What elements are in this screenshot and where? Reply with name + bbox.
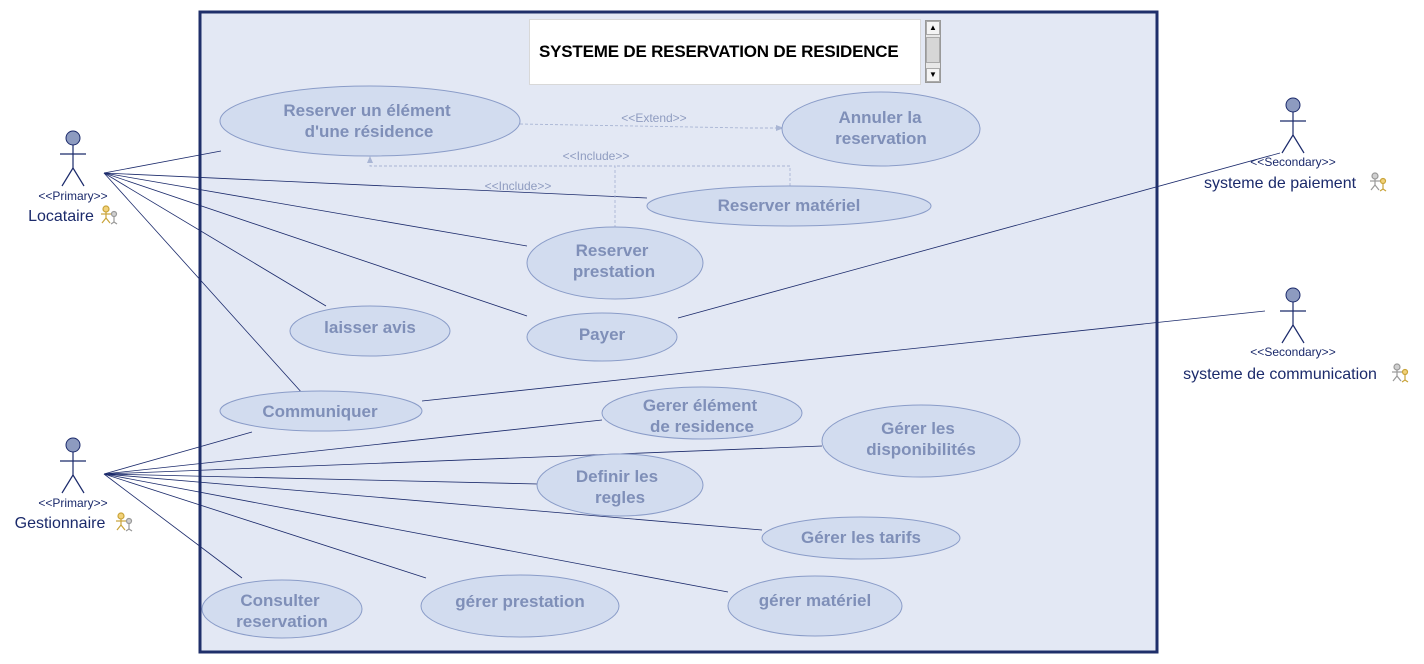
usecase-payer-shape <box>526 312 678 362</box>
scroll-up-icon[interactable]: ▲ <box>926 21 940 35</box>
assoc-gestionnaire-gerer-materiel <box>103 473 729 593</box>
assoc-locataire-reserver-materiel <box>103 172 648 199</box>
assoc-locataire-reserver-element <box>103 150 222 174</box>
actor-gestionnaire-head <box>65 437 81 453</box>
actor-gestionnaire-stereotype: <<Primary>> <box>38 496 107 510</box>
usecase-definir-regles-label-1: Definir les <box>576 467 658 486</box>
assoc-payer-paiement <box>677 152 1281 319</box>
usecase-reserver-element-label-2: d'une résidence <box>305 122 434 141</box>
actor-locataire-head <box>65 130 81 146</box>
usecase-gerer-tarifs-shape <box>761 516 961 560</box>
include-prestation-label: <<Include>> <box>563 149 630 163</box>
usecase-gerer-element-label-1: Gerer élément <box>643 396 758 415</box>
usecase-annuler-reservation-label-2: reservation <box>835 129 927 148</box>
usecase-communiquer-label: Communiquer <box>262 402 378 421</box>
assoc-gestionnaire-gerer-tarifs <box>103 473 763 531</box>
system-title: SYSTEME DE RESERVATION DE RESIDENCE <box>539 42 899 61</box>
usecase-gerer-element-label-2: de residence <box>650 417 754 436</box>
usecase-gerer-disponibilites-label-1: Gérer les <box>881 419 955 438</box>
usecase-reserver-element-shape <box>219 85 521 157</box>
assoc-gestionnaire-gerer-element <box>103 419 603 475</box>
use-case-labels: Reserver un élément d'une résidence Annu… <box>236 101 976 631</box>
usecase-reserver-prestation-shape <box>526 226 704 300</box>
extend-label: <<Extend>> <box>621 111 686 125</box>
actor-gestionnaire-badge-icon <box>116 512 133 532</box>
actor-communication-head <box>1285 287 1301 303</box>
title-scrollbar[interactable]: ▲ ▼ <box>925 20 941 83</box>
assoc-locataire-laisser-avis <box>103 172 327 307</box>
dependencies <box>367 123 791 228</box>
assoc-gestionnaire-consulter-reservation <box>103 473 243 579</box>
usecase-reserver-prestation-label-2: prestation <box>573 262 655 281</box>
usecase-reserver-element-label-1: Reserver un élément <box>283 101 451 120</box>
usecase-gerer-disponibilites-label-2: disponibilités <box>866 440 976 459</box>
usecase-annuler-reservation-label-1: Annuler la <box>838 108 922 127</box>
usecase-laisser-avis-shape <box>289 305 451 357</box>
usecase-communiquer-shape <box>219 390 423 432</box>
assoc-gestionnaire-definir-regles <box>103 473 539 485</box>
usecase-consulter-reservation-shape <box>201 579 363 639</box>
usecase-gerer-disponibilites-shape <box>821 404 1021 478</box>
include-materiel-line <box>615 165 791 186</box>
actor-gestionnaire: <<Primary>> Gestionnaire <box>15 437 133 532</box>
usecase-reserver-prestation-label-1: Reserver <box>576 241 649 260</box>
usecase-gerer-prestation-label: gérer prestation <box>455 592 584 611</box>
assoc-locataire-reserver-prestation <box>103 172 528 247</box>
usecase-annuler-reservation-shape <box>781 91 981 167</box>
usecase-gerer-element-shape <box>601 386 803 440</box>
assoc-gestionnaire-gerer-disponibilites <box>103 445 823 475</box>
actor-paiement: <<Secondary>> systeme de paiement <box>1204 97 1387 192</box>
assoc-gestionnaire-gerer-prestation <box>103 473 427 579</box>
system-title-box <box>529 19 921 85</box>
actor-locataire-name: Locataire <box>28 208 94 225</box>
extend-arrow <box>776 125 784 131</box>
assoc-communiquer-communication <box>421 310 1266 402</box>
assoc-locataire-payer <box>103 172 528 317</box>
actor-paiement-badge-icon <box>1370 172 1387 192</box>
actor-paiement-name: systeme de paiement <box>1204 175 1357 192</box>
usecase-reserver-materiel-shape <box>646 185 932 227</box>
assoc-gestionnaire-communiquer <box>103 431 253 475</box>
usecase-definir-regles-label-2: regles <box>595 488 645 507</box>
scroll-thumb[interactable] <box>926 37 940 63</box>
assoc-locataire-communiquer <box>103 172 304 395</box>
actor-communication-badge-icon <box>1392 363 1409 383</box>
relationship-labels: <<Extend>> <<Include>> <<Include>> <box>485 111 687 193</box>
actor-locataire-badge-icon <box>101 205 118 225</box>
usecase-gerer-materiel-shape <box>727 575 903 637</box>
actor-gestionnaire-name: Gestionnaire <box>15 515 106 532</box>
usecase-gerer-prestation-shape <box>420 574 620 638</box>
usecase-definir-regles-shape <box>536 453 704 517</box>
usecase-gerer-tarifs-label: Gérer les tarifs <box>801 528 921 547</box>
actor-locataire: <<Primary>> Locataire <box>28 130 118 225</box>
usecase-laisser-avis-label: laisser avis <box>324 318 416 337</box>
usecase-payer-label: Payer <box>579 325 626 344</box>
usecase-reserver-materiel-label: Reserver matériel <box>718 196 861 215</box>
usecase-consulter-reservation-label-1: Consulter <box>240 591 320 610</box>
usecase-consulter-reservation-label-2: reservation <box>236 612 328 631</box>
actor-communication-name: systeme de communication <box>1183 366 1377 383</box>
actor-paiement-stereotype: <<Secondary>> <box>1250 155 1335 169</box>
scroll-down-icon[interactable]: ▼ <box>926 68 940 82</box>
include-materiel-label: <<Include>> <box>485 179 552 193</box>
extend-line <box>519 123 784 129</box>
usecase-gerer-materiel-label: gérer matériel <box>759 591 871 610</box>
actor-paiement-head <box>1285 97 1301 113</box>
actor-communication: <<Secondary>> systeme de communication <box>1183 287 1409 383</box>
associations <box>103 150 1281 593</box>
actor-communication-stereotype: <<Secondary>> <box>1250 345 1335 359</box>
actor-locataire-stereotype: <<Primary>> <box>38 189 107 203</box>
use-case-shapes <box>201 85 1021 639</box>
include-arrow <box>367 156 373 163</box>
